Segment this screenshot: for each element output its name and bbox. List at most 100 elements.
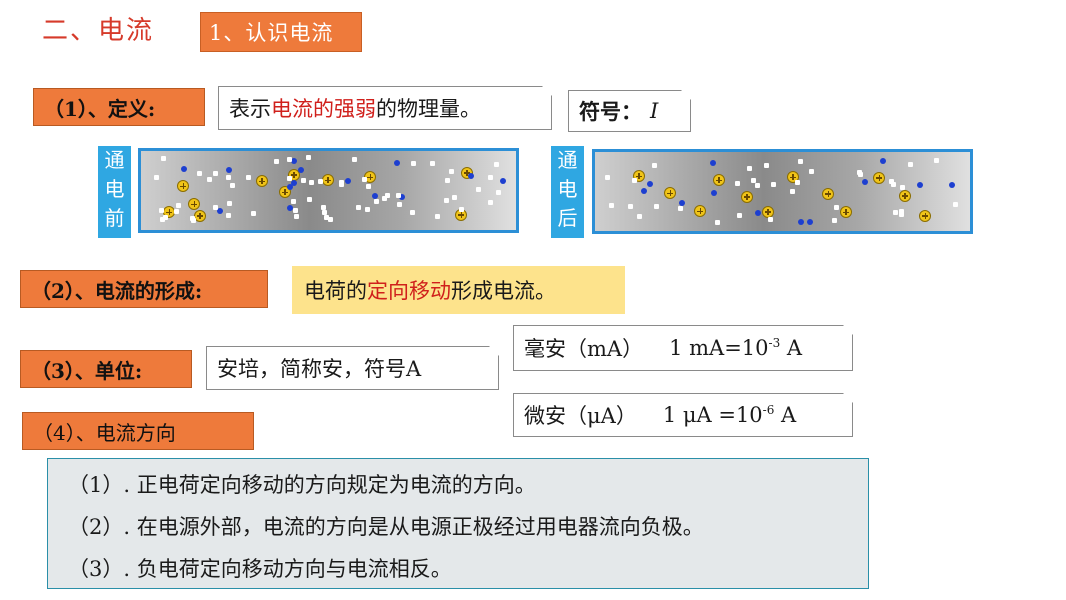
- before-current-label: 通 电 前: [98, 146, 131, 238]
- charge-marker-icon: [833, 205, 839, 211]
- electron-dot-icon: [879, 157, 886, 164]
- positive-ion-icon: [839, 206, 852, 219]
- charge-marker-icon: [789, 189, 795, 195]
- charge-marker-icon: [631, 178, 637, 184]
- charge-marker-icon: [605, 175, 611, 181]
- after-current-label: 通 电 后: [551, 146, 584, 238]
- positive-ion-icon: [919, 209, 932, 222]
- electron-dot-icon: [646, 180, 653, 187]
- definition-highlight: 电流的强弱: [271, 97, 376, 121]
- before-label-char: 通: [104, 148, 125, 172]
- charge-marker-icon: [339, 181, 345, 187]
- electron-dot-icon: [291, 157, 298, 164]
- charge-marker-icon: [287, 156, 293, 162]
- charge-marker-icon: [934, 157, 940, 163]
- charge-marker-icon: [250, 211, 256, 217]
- unit-label: （3）、单位:: [20, 350, 192, 388]
- wire-before-illustration: [138, 148, 519, 233]
- formation-highlight: 定向移动: [367, 279, 451, 303]
- direction-rule: （3）. 负电荷定向移动方向与电流相反。: [68, 557, 452, 581]
- charge-marker-icon: [678, 205, 684, 211]
- charge-marker-icon: [735, 180, 741, 186]
- charge-marker-icon: [459, 206, 465, 212]
- charge-marker-icon: [307, 196, 313, 202]
- positive-ion-icon: [321, 174, 334, 187]
- charge-marker-icon: [321, 204, 327, 210]
- charge-marker-icon: [495, 190, 501, 196]
- milliamp-name: 毫安（mA）: [524, 337, 644, 361]
- charge-marker-icon: [362, 176, 368, 182]
- formation-label: （2）、电流的形成:: [20, 270, 268, 308]
- charge-marker-icon: [651, 163, 657, 169]
- charge-marker-icon: [365, 207, 371, 213]
- charge-marker-icon: [381, 196, 387, 202]
- positive-ion-icon: [177, 180, 190, 193]
- charge-marker-icon: [175, 202, 181, 208]
- charge-marker-icon: [230, 183, 236, 189]
- positive-ion-icon: [822, 187, 835, 200]
- charge-marker-icon: [907, 161, 913, 167]
- charge-marker-icon: [809, 168, 815, 174]
- milliamp-exponent: -3: [768, 336, 781, 350]
- charge-marker-icon: [293, 213, 299, 219]
- charge-marker-icon: [292, 207, 298, 213]
- charge-marker-icon: [794, 180, 800, 186]
- formation-note: 电荷的定向移动形成电流。: [292, 266, 625, 314]
- electron-dot-icon: [861, 178, 868, 185]
- charge-marker-icon: [746, 166, 752, 172]
- charge-marker-icon: [309, 180, 315, 186]
- electron-dot-icon: [399, 193, 406, 200]
- electron-dot-icon: [754, 209, 761, 216]
- charge-marker-icon: [751, 177, 757, 183]
- microamp-unit: A: [774, 403, 797, 427]
- microamp-exponent: -6: [762, 403, 775, 417]
- definition-note: 表示电流的强弱的物理量。: [218, 86, 552, 130]
- positive-ion-icon: [255, 175, 268, 188]
- formation-text-post: 形成电流。: [451, 279, 556, 303]
- charge-marker-icon: [374, 198, 380, 204]
- charge-marker-icon: [207, 176, 213, 182]
- positive-ion-icon: [873, 171, 886, 184]
- charge-marker-icon: [173, 209, 179, 215]
- charge-marker-icon: [654, 203, 660, 209]
- charge-marker-icon: [365, 183, 371, 189]
- unit-note: 安培，简称安，符号A: [206, 346, 499, 390]
- after-label-char: 通: [557, 148, 578, 172]
- charge-marker-icon: [435, 213, 441, 219]
- electron-dot-icon: [500, 178, 507, 185]
- electron-dot-icon: [467, 172, 474, 179]
- charge-marker-icon: [385, 192, 391, 198]
- formation-text-pre: 电荷的: [304, 279, 367, 303]
- charge-marker-icon: [452, 195, 458, 201]
- positive-ion-icon: [712, 174, 725, 187]
- charge-marker-icon: [754, 182, 760, 188]
- electron-dot-icon: [798, 219, 805, 226]
- charge-marker-icon: [764, 163, 770, 169]
- microamp-eq-base: 1 μA =10: [662, 403, 763, 427]
- charge-marker-icon: [770, 181, 776, 187]
- charge-marker-icon: [411, 160, 417, 166]
- charge-marker-icon: [227, 200, 232, 206]
- milliamp-note: 毫安（mA） 1 mA=10-3 A: [513, 325, 853, 371]
- milliamp-equation: 1 mA=10-3 A: [669, 336, 802, 360]
- electron-dot-icon: [287, 205, 294, 212]
- electron-dot-icon: [371, 193, 378, 200]
- section-subtitle: 1、认识电流: [200, 12, 362, 52]
- electron-dot-icon: [949, 182, 956, 189]
- charge-marker-icon: [160, 217, 166, 223]
- charge-marker-icon: [300, 178, 306, 184]
- charge-marker-icon: [226, 174, 232, 180]
- charge-marker-icon: [953, 202, 959, 208]
- charge-marker-icon: [189, 215, 195, 221]
- electron-dot-icon: [710, 159, 717, 166]
- charge-marker-icon: [768, 216, 774, 222]
- milliamp-eq-base: 1 mA=10: [669, 336, 769, 360]
- positive-ion-icon: [193, 209, 206, 222]
- charge-marker-icon: [197, 171, 203, 177]
- charge-marker-icon: [158, 208, 164, 214]
- definition-text-post: 的物理量。: [376, 97, 481, 121]
- microamp-name: 微安（μA）: [524, 404, 637, 428]
- charge-marker-icon: [356, 204, 362, 210]
- charge-marker-icon: [286, 175, 292, 181]
- charge-marker-icon: [225, 213, 231, 218]
